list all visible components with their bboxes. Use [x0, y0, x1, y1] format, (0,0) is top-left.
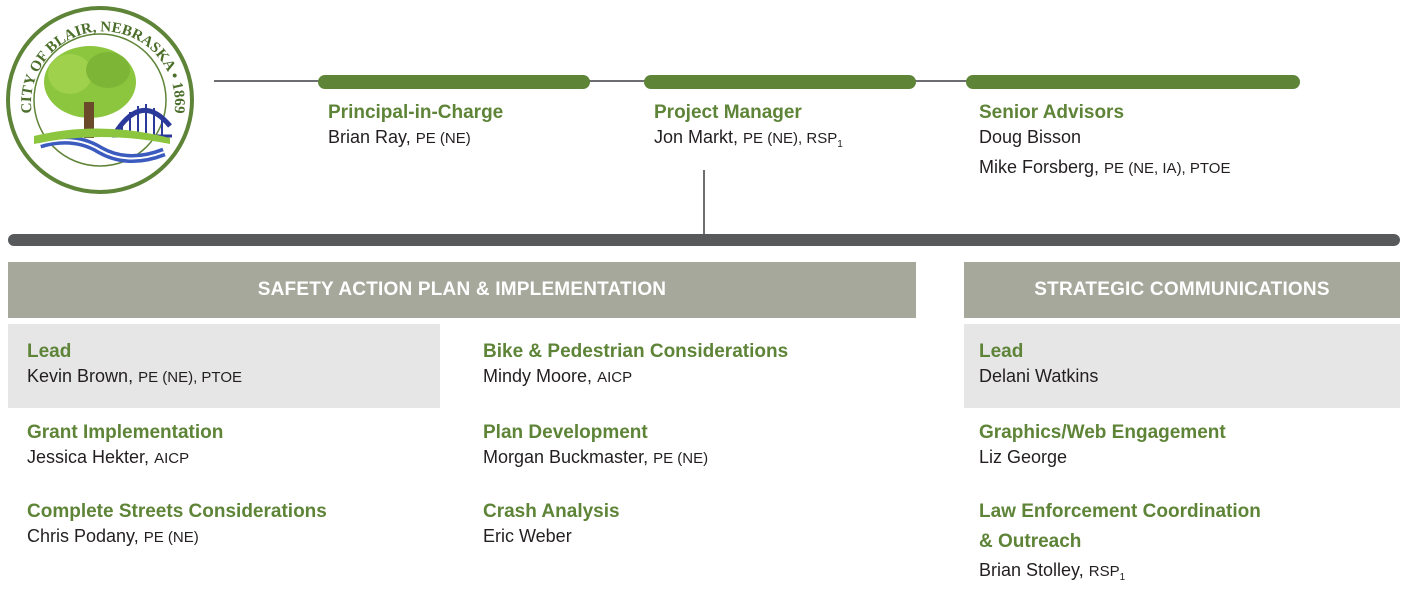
person-name: Eric Weber — [483, 526, 572, 546]
person-credentials: PE (NE) — [415, 130, 471, 147]
safety-lead-box — [8, 324, 440, 408]
person-name: Brian Ray — [328, 127, 406, 147]
bike-pedestrian: Bike & Pedestrian Considerations Mindy M… — [483, 340, 788, 390]
person-name: Jon Markt — [654, 127, 734, 147]
principal-bar — [318, 75, 590, 89]
person-name: Mindy Moore — [483, 366, 588, 386]
person: Doug Bisson — [979, 127, 1082, 147]
person-name: Kevin Brown — [27, 366, 129, 386]
person: Mindy Moore, AICP — [483, 366, 633, 386]
complete-streets: Complete Streets Considerations Chris Po… — [27, 500, 327, 550]
role-title: Project Manager — [654, 102, 802, 123]
person-credentials: PE (NE), PTOE — [138, 369, 242, 386]
project-manager-bar — [644, 75, 916, 89]
safety-lead: Lead Kevin Brown, PE (NE), PTOE — [27, 340, 242, 390]
person-credentials: AICP — [597, 369, 633, 386]
person-name: Mike Forsberg — [979, 157, 1095, 177]
person: Brian Stolley, RSP1 — [979, 560, 1126, 583]
safety-header-text: SAFETY ACTION PLAN & IMPLEMENTATION — [257, 279, 667, 300]
person: Chris Podany, PE (NE) — [27, 526, 199, 546]
role-title: Plan Development — [483, 422, 648, 443]
law-enforcement-coordination: Law Enforcement Coordination & Outreach … — [979, 500, 1261, 590]
person-credentials: PE (NE) — [653, 450, 709, 467]
role-title: Graphics/Web Engagement — [979, 422, 1226, 443]
person: Morgan Buckmaster, PE (NE) — [483, 447, 709, 467]
person-credentials: AICP — [154, 450, 190, 467]
credential-subscript: 1 — [837, 139, 843, 150]
role-title: Complete Streets Considerations — [27, 501, 327, 522]
person-name: Liz George — [979, 447, 1068, 467]
plan-development: Plan Development Morgan Buckmaster, PE (… — [483, 421, 708, 471]
role-title: Senior Advisors — [979, 102, 1125, 123]
role-title: Lead — [979, 341, 1024, 362]
person-credentials: PE (NE) — [143, 529, 199, 546]
person: Kevin Brown, PE (NE), PTOE — [27, 366, 242, 386]
person-name: Brian Stolley — [979, 560, 1079, 580]
city-logo: CITY OF BLAIR, NEBRASKA • 1869 — [4, 4, 196, 196]
role-title-continued: & Outreach — [979, 531, 1082, 552]
role-title: Principal-in-Charge — [328, 102, 504, 123]
senior-advisors-block: Senior Advisors Doug Bisson Mike Forsber… — [979, 101, 1230, 181]
role-title: Crash Analysis — [483, 501, 620, 522]
role-title: Grant Implementation — [27, 422, 224, 443]
person-name: Morgan Buckmaster — [483, 447, 644, 467]
strategic-lead-box — [964, 324, 1400, 408]
pm-vertical-connector — [703, 170, 705, 234]
grant-implementation: Grant Implementation Jessica Hekter, AIC… — [27, 421, 223, 471]
crash-analysis: Crash Analysis Eric Weber — [483, 500, 620, 548]
person: Mike Forsberg, PE (NE, IA), PTOE — [979, 157, 1231, 177]
graphics-web-engagement: Graphics/Web Engagement Liz George — [979, 421, 1226, 469]
strategic-lead: Lead Delani Watkins — [979, 340, 1098, 388]
person-name: Jessica Hekter — [27, 447, 145, 467]
person-name: Chris Podany — [27, 526, 134, 546]
person: Jon Markt, PE (NE), RSP1 — [654, 127, 843, 150]
project-manager-block: Project Manager Jon Markt, PE (NE), RSP1 — [654, 101, 843, 157]
main-divider-bar — [8, 234, 1400, 246]
person: Brian Ray, PE (NE) — [328, 127, 471, 147]
person: Jessica Hekter, AICP — [27, 447, 190, 467]
role-title: Law Enforcement Coordination — [979, 501, 1261, 522]
safety-header: SAFETY ACTION PLAN & IMPLEMENTATION — [8, 262, 916, 318]
principal-in-charge-block: Principal-in-Charge Brian Ray, PE (NE) — [328, 101, 503, 151]
credential-subscript: 1 — [1119, 572, 1126, 583]
strategic-header-text: STRATEGIC COMMUNICATIONS — [1034, 279, 1330, 300]
person-credentials: PE (NE, IA), PTOE — [1104, 160, 1231, 177]
role-title: Bike & Pedestrian Considerations — [483, 341, 789, 362]
person-name: Delani Watkins — [979, 366, 1099, 386]
senior-advisors-bar — [966, 75, 1300, 89]
person-credentials: PE (NE), RSP — [743, 130, 838, 147]
person-credentials: RSP — [1088, 563, 1120, 580]
strategic-header: STRATEGIC COMMUNICATIONS — [964, 262, 1400, 318]
role-title: Lead — [27, 341, 72, 362]
